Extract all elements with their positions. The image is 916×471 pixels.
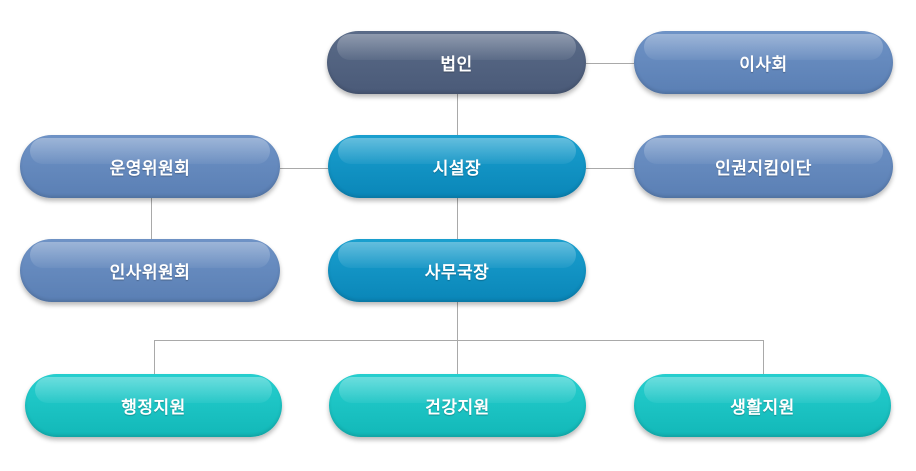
node-director: 시설장 [328,135,586,198]
connector-support-horizontal [154,340,764,341]
connector-corporation-board [586,63,634,64]
node-personnel-committee-label: 인사위원회 [109,263,191,283]
connector-steering-director [280,168,328,169]
node-life-support: 생활지원 [634,374,891,437]
connector-corporation-director [457,92,458,135]
node-life-support-label: 생활지원 [730,398,795,418]
connector-director-secretary [457,198,458,239]
node-secretary-general-label: 사무국장 [424,263,490,283]
node-health-support: 건강지원 [329,374,586,437]
node-corporation-label: 법인 [440,55,473,75]
node-admin-support-label: 행정지원 [121,398,186,418]
node-steering-committee-label: 운영위원회 [109,159,191,179]
node-steering-committee: 운영위원회 [20,135,280,198]
connector-director-humanrights [586,168,634,169]
connector-to-life-support [763,340,764,374]
node-health-support-label: 건강지원 [425,398,490,418]
node-secretary-general: 사무국장 [328,239,586,302]
node-board: 이사회 [634,31,893,94]
node-director-label: 시설장 [432,159,482,179]
node-corporation: 법인 [327,31,586,94]
connector-to-admin-support [154,340,155,374]
node-personnel-committee: 인사위원회 [20,239,280,302]
node-board-label: 이사회 [739,55,788,75]
connector-steering-personnel [151,198,152,239]
connector-secretary-down [457,302,458,374]
node-admin-support: 행정지원 [25,374,282,437]
node-human-rights-team-label: 인권지킴이단 [715,159,812,179]
node-human-rights-team: 인권지킴이단 [634,135,893,198]
